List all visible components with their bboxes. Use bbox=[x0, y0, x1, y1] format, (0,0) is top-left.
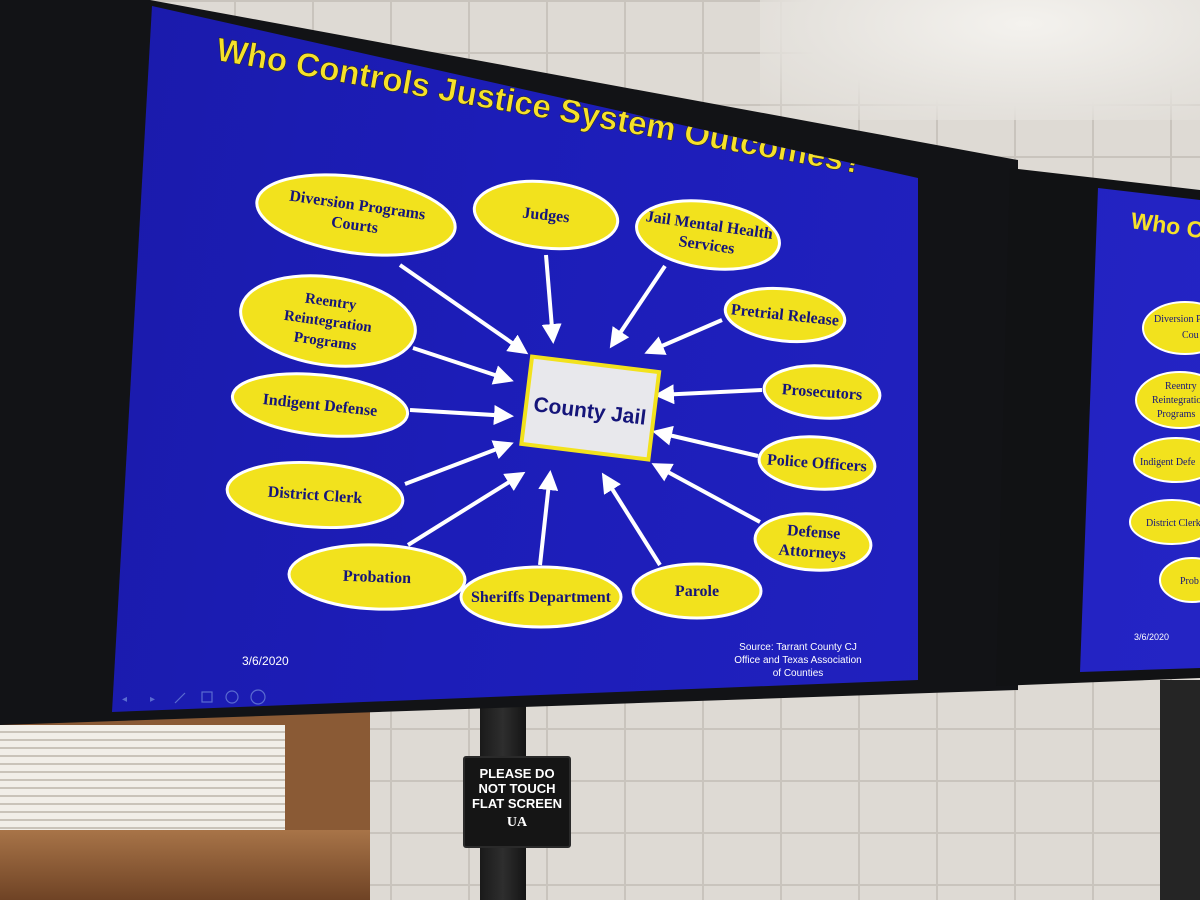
second-node-label: Diversion P bbox=[1154, 314, 1200, 325]
actor-ellipse bbox=[631, 562, 763, 620]
arrow-to-county-jail bbox=[652, 425, 759, 458]
second-node bbox=[1159, 557, 1200, 603]
arrows bbox=[398, 254, 763, 567]
sign-line: PLEASE DO bbox=[479, 766, 555, 781]
arrow-to-county-jail bbox=[398, 263, 529, 355]
actor-label: Courts bbox=[330, 214, 379, 237]
more-options-icon[interactable] bbox=[250, 689, 266, 705]
actor-node: Judges bbox=[472, 179, 620, 251]
window-blinds bbox=[0, 725, 285, 830]
slide-title: Who Controls Justice System Outcomes? bbox=[214, 30, 867, 180]
actor-ellipse bbox=[472, 179, 620, 251]
source-line: Office and Texas Association bbox=[734, 655, 862, 666]
second-node-label: Reentry bbox=[1165, 381, 1197, 392]
do-not-touch-sign: PLEASE DO NOT TOUCH FLAT SCREEN UA bbox=[463, 756, 571, 848]
actor-node: Prosecutors bbox=[762, 364, 882, 420]
second-node bbox=[1142, 301, 1200, 355]
second-node-label: Cou bbox=[1182, 330, 1199, 341]
arrow-to-county-jail bbox=[541, 254, 562, 344]
slide-date: 3/6/2020 bbox=[242, 654, 289, 668]
actor-node: Probation bbox=[287, 543, 467, 611]
actor-label: District Clerk bbox=[267, 484, 363, 508]
next-slide-icon[interactable]: ▸ bbox=[150, 694, 155, 705]
ua-logo: UA bbox=[506, 815, 528, 830]
actor-ellipse bbox=[239, 274, 417, 368]
second-node bbox=[1133, 437, 1200, 483]
second-slide-date: 3/6/2020 bbox=[1134, 632, 1169, 642]
arrow-to-county-jail bbox=[412, 346, 514, 385]
arrow-to-county-jail bbox=[409, 405, 514, 426]
actor-node: Indigent Defense bbox=[230, 372, 410, 438]
actor-node: Pretrial Release bbox=[723, 286, 847, 344]
arrow-to-county-jail bbox=[644, 318, 723, 355]
second-node-label: District Clerk bbox=[1146, 518, 1200, 529]
actor-ellipse bbox=[225, 460, 405, 530]
actor-label: Reentry bbox=[304, 291, 358, 314]
arrow-to-county-jail bbox=[538, 470, 559, 566]
actor-ellipse bbox=[635, 199, 781, 271]
slides-icon[interactable] bbox=[201, 691, 213, 703]
actor-ellipse bbox=[459, 565, 623, 629]
actor-ellipse bbox=[230, 372, 410, 438]
actor-node: District Clerk bbox=[225, 460, 405, 530]
pen-icon[interactable] bbox=[174, 692, 186, 704]
actor-ellipse bbox=[723, 286, 847, 344]
second-node-label: Prob bbox=[1180, 576, 1199, 587]
arrow-to-county-jail bbox=[654, 384, 763, 405]
window-sill bbox=[0, 830, 370, 900]
second-slide-title: Who Co bbox=[1129, 207, 1200, 245]
second-node bbox=[1135, 371, 1200, 429]
second-node-label: Reintegratio bbox=[1152, 395, 1200, 406]
sign-line: NOT TOUCH bbox=[478, 781, 556, 796]
actor-ellipse bbox=[753, 512, 873, 572]
second-node-label: Indigent Defe bbox=[1140, 457, 1196, 468]
second-monitor-stand bbox=[1160, 680, 1200, 900]
sign-line: FLAT SCREEN bbox=[471, 796, 563, 811]
actor-node: Police Officers bbox=[757, 435, 877, 491]
actor-label: Police Officers bbox=[767, 452, 868, 476]
county-jail-box: County Jail bbox=[519, 354, 662, 462]
zoom-icon[interactable] bbox=[225, 690, 239, 704]
arrow-to-county-jail bbox=[651, 463, 761, 524]
actor-label: Prosecutors bbox=[781, 381, 863, 404]
actor-label: Parole bbox=[675, 583, 719, 600]
ceiling-light-glare bbox=[760, 0, 1200, 120]
actor-node: Parole bbox=[631, 562, 763, 620]
actor-ellipse bbox=[757, 435, 877, 491]
actor-ellipse bbox=[762, 364, 882, 420]
arrow-to-county-jail bbox=[406, 471, 526, 547]
arrow-to-county-jail bbox=[609, 264, 667, 349]
actor-node: Sheriffs Department bbox=[459, 565, 623, 629]
actor-label: Attorneys bbox=[778, 542, 847, 564]
second-slide: Who Co Diversion P Cou Reentry Reintegra… bbox=[1129, 207, 1200, 642]
actor-label: Judges bbox=[522, 205, 571, 227]
source-line: Source: Tarrant County CJ bbox=[739, 642, 857, 653]
actor-label: Probation bbox=[343, 568, 412, 587]
actor-ellipse bbox=[255, 173, 457, 257]
slide-source: Source: Tarrant County CJ Office and Texa… bbox=[734, 642, 862, 679]
source-line: of Counties bbox=[773, 668, 824, 679]
second-node-label: Programs bbox=[1157, 409, 1195, 420]
second-node bbox=[1129, 499, 1200, 545]
slideshow-toolbar[interactable]: ◂ ▸ bbox=[122, 689, 266, 705]
actor-label: Sheriffs Department bbox=[471, 589, 612, 606]
arrow-to-county-jail bbox=[601, 472, 662, 567]
actor-ellipse bbox=[287, 543, 467, 611]
actor-label: Defense bbox=[786, 522, 840, 543]
arrow-to-county-jail bbox=[404, 440, 514, 486]
prev-slide-icon[interactable]: ◂ bbox=[122, 694, 127, 705]
